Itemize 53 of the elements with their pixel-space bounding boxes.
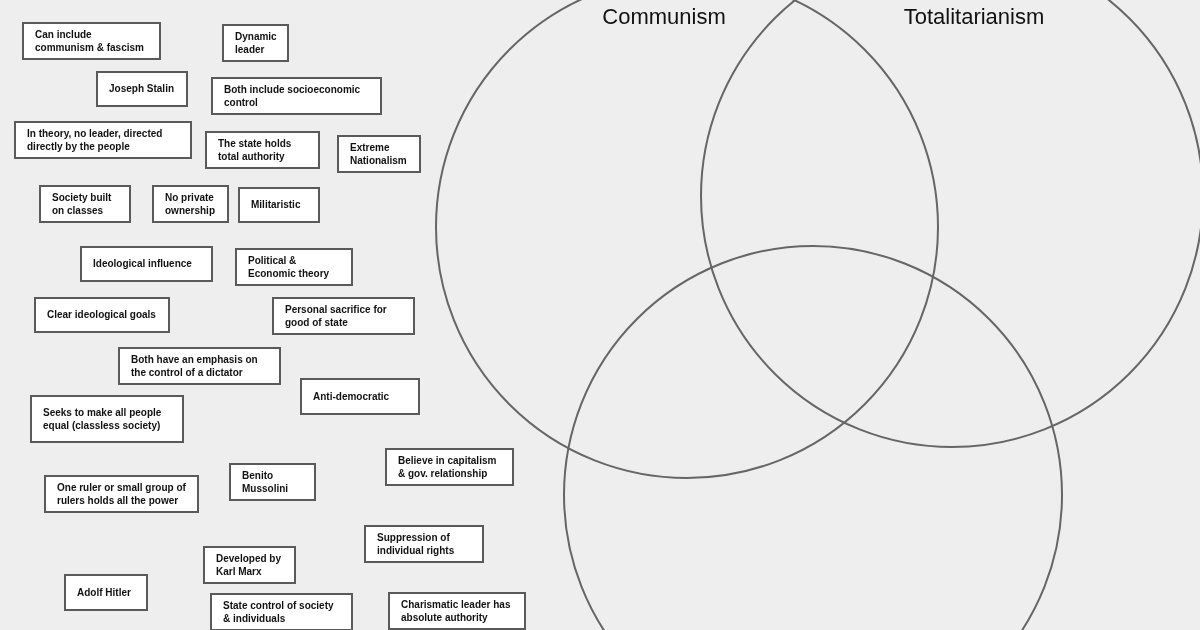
card-text: Militaristic (251, 199, 301, 212)
text-card (272, 297, 415, 335)
text-card (364, 525, 484, 563)
text-card (152, 185, 229, 223)
card-text: One ruler or small group of rulers holds all the power (57, 482, 187, 507)
text-card (205, 131, 320, 169)
text-card (64, 574, 148, 611)
card-text: Clear ideological goals (47, 309, 156, 322)
venn-circle (563, 245, 1063, 630)
text-card (44, 475, 199, 513)
card-text: Adolf Hitler (77, 586, 131, 600)
card-text: Political & Economic theory (248, 255, 331, 280)
card-text: Both have an emphasis on the control of a dictator (131, 354, 259, 379)
card-text: Society built on classes (52, 192, 113, 217)
card-text: Benito Mussolini (242, 470, 290, 495)
text-card (385, 448, 514, 486)
text-card (203, 546, 296, 584)
card-text: Developed by Karl Marx (216, 553, 283, 578)
circle-title: Totalitarianism (903, 4, 1045, 30)
text-card (211, 77, 382, 115)
card-text: Anti-democratic (313, 390, 390, 404)
card-text: Believe in capitalism & gov. relationship (398, 455, 498, 480)
text-card (30, 395, 184, 443)
text-card (22, 22, 161, 60)
card-text: The state holds total authority (218, 138, 293, 163)
card-text: Seeks to make all people equal (classless society) (43, 407, 163, 432)
text-card (96, 71, 188, 107)
text-card (80, 246, 213, 282)
text-card (229, 463, 316, 501)
card-text: Both include socioeconomic control (224, 84, 362, 109)
card-text: In theory, no leader, directed directly by the people (27, 128, 164, 153)
card-text: Suppression of individual rights (377, 532, 456, 557)
text-card (118, 347, 281, 385)
circle-title: Communism (602, 4, 726, 30)
card-text: State control of society & individuals (223, 600, 335, 625)
text-card (235, 248, 353, 286)
card-text: No private ownership (165, 192, 216, 217)
card-text: Extreme Nationalism (350, 142, 408, 167)
card-text: Charismatic leader has absolute authority (401, 599, 512, 624)
card-text: Dynamic leader (235, 31, 278, 56)
text-card (238, 187, 320, 223)
text-card (14, 121, 192, 159)
text-card (210, 593, 353, 630)
text-card (300, 378, 420, 415)
text-card (388, 592, 526, 630)
card-text: Joseph Stalin (109, 83, 174, 96)
text-card (34, 297, 170, 333)
card-text: Personal sacrifice for good of state (285, 304, 388, 329)
text-card (222, 24, 289, 62)
card-text: Can include communism & fascism (35, 29, 145, 54)
text-card (39, 185, 131, 223)
card-text: Ideological influence (93, 258, 192, 271)
text-card (337, 135, 421, 173)
